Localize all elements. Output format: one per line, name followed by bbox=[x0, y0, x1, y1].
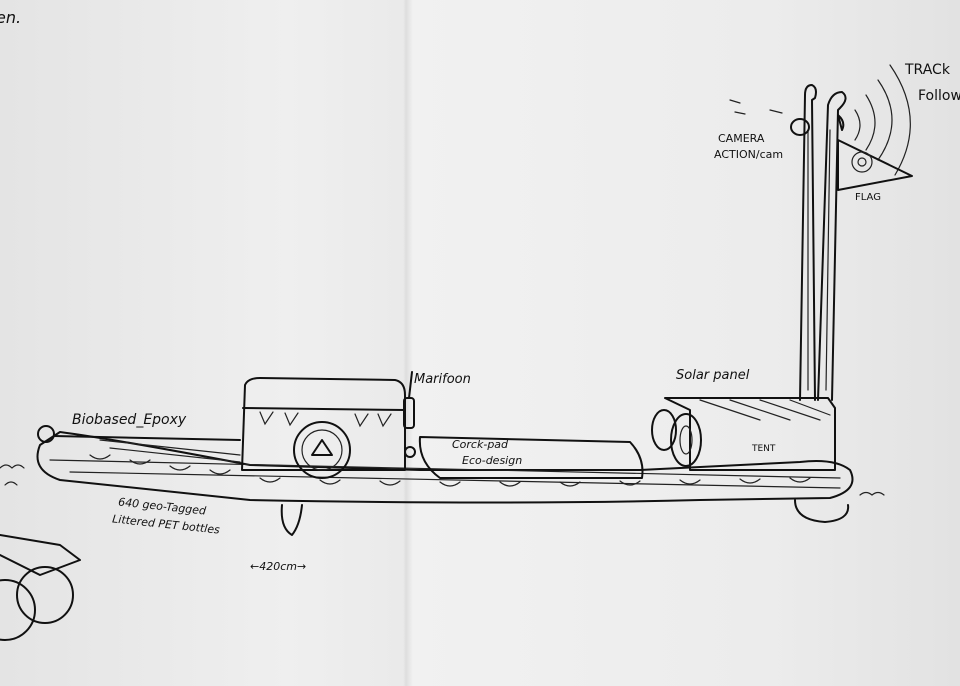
masts bbox=[799, 84, 847, 401]
label-flag: FLAG bbox=[855, 192, 881, 203]
water-waves bbox=[0, 464, 885, 496]
label-marifoon: Marifoon bbox=[414, 372, 471, 387]
label-follow: Follow bbox=[918, 88, 960, 104]
label-length: ←420cm→ bbox=[250, 560, 307, 573]
action-camera bbox=[790, 114, 845, 136]
flag bbox=[837, 139, 913, 191]
label-action-cam: ACTION/cam bbox=[714, 148, 784, 161]
label-eco-design: Eco-design bbox=[462, 454, 523, 467]
label-solar-panel: Solar panel bbox=[676, 368, 750, 383]
tent bbox=[651, 397, 836, 471]
label-cork-pad: Corck-pad bbox=[452, 438, 509, 451]
fin-front bbox=[280, 504, 303, 536]
bottle-board bbox=[36, 425, 854, 504]
label-corner-fragment: en. bbox=[0, 8, 22, 27]
bicycle-fragment bbox=[0, 534, 81, 641]
storage-box bbox=[241, 377, 406, 479]
fin-rear bbox=[794, 499, 850, 523]
marifoon-radio bbox=[403, 371, 416, 458]
signal-waves bbox=[729, 64, 911, 176]
label-tent: TENT bbox=[752, 444, 776, 454]
label-biobased-epoxy: Biobased_Epoxy bbox=[72, 412, 187, 428]
label-tracker: TRACk bbox=[905, 62, 950, 78]
label-camera: CAMERA bbox=[718, 132, 765, 145]
cork-pad bbox=[418, 436, 644, 479]
